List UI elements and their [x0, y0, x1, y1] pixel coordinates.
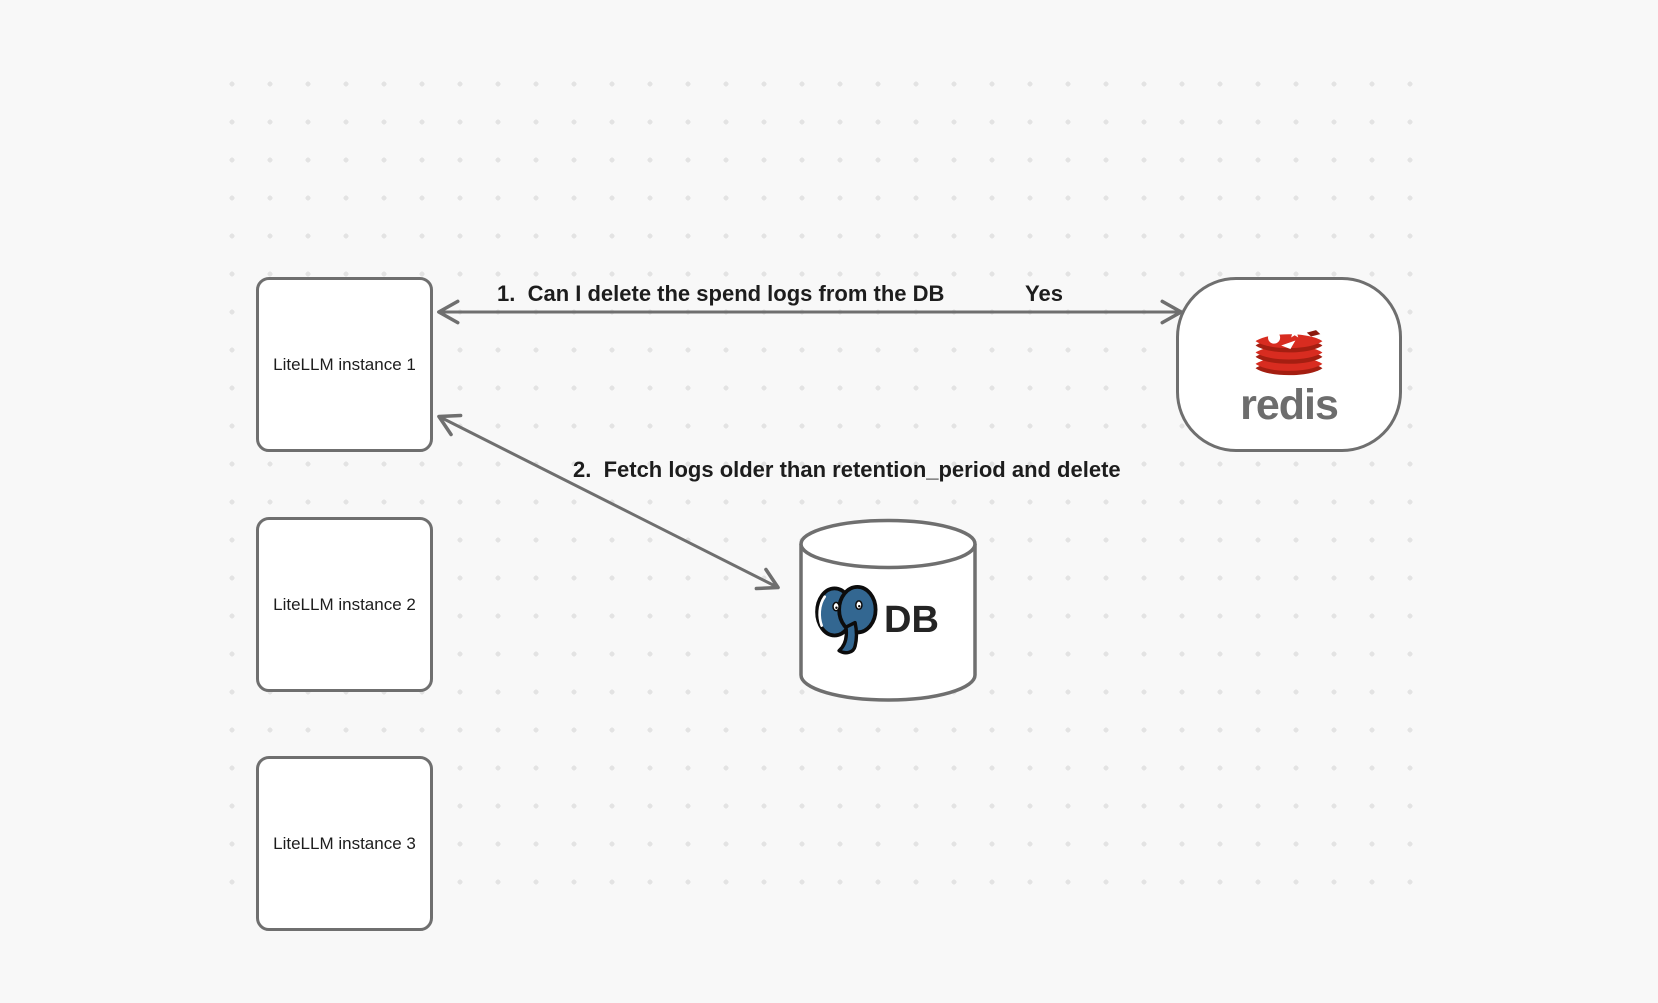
redis-node[interactable]: redis — [1176, 277, 1402, 452]
db-label: DB — [884, 599, 939, 641]
litellm-instance-3-node[interactable]: LiteLLM instance 3 — [256, 756, 433, 931]
litellm-instance-3-label: LiteLLM instance 3 — [273, 833, 416, 853]
litellm-instance-1-node[interactable]: LiteLLM instance 1 — [256, 277, 433, 452]
redis-logo-icon — [1255, 326, 1323, 376]
litellm-instance-1-label: LiteLLM instance 1 — [273, 354, 416, 374]
database-node[interactable]: DB — [797, 516, 979, 704]
arrow-2-label[interactable]: 2. Fetch logs older than retention_perio… — [573, 457, 1121, 482]
redis-wordmark: redis — [1240, 381, 1339, 429]
arrow-1-response-label[interactable]: Yes — [1025, 281, 1063, 306]
litellm-instance-2-label: LiteLLM instance 2 — [273, 594, 416, 614]
litellm-instance-2-node[interactable]: LiteLLM instance 2 — [256, 517, 433, 692]
postgresql-elephant-icon — [815, 584, 878, 655]
arrow-1-label[interactable]: 1. Can I delete the spend logs from the … — [497, 281, 945, 306]
database-cylinder-icon — [799, 518, 977, 702]
